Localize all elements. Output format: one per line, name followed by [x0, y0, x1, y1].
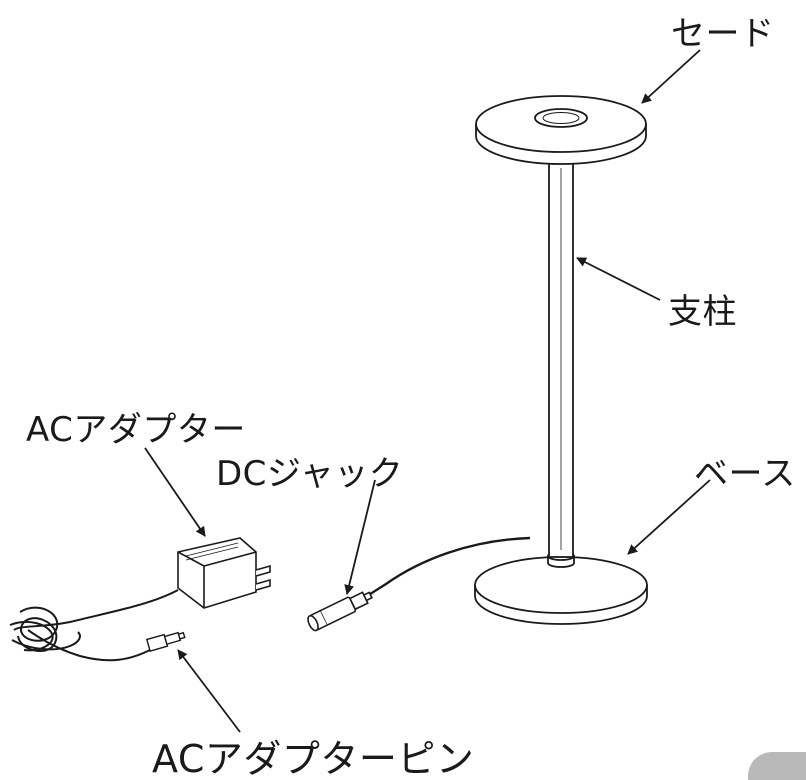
arrow-icon: [144, 49, 711, 733]
arrow-pole: [576, 257, 661, 301]
lamp-shade-icon: [475, 95, 647, 165]
page-corner-tab: [748, 752, 806, 780]
arrow-adapter: [144, 447, 206, 537]
arrow-pin: [177, 649, 241, 733]
arrow-base: [627, 479, 711, 555]
arrow-jack: [344, 479, 376, 595]
arrow-shade: [641, 49, 701, 104]
adapter-cord: [9, 589, 179, 662]
label-shade: セード: [671, 14, 775, 54]
lamp-pole-icon: [548, 159, 574, 558]
label-dc-jack: DCジャック: [216, 454, 404, 494]
label-ac-adapter: ACアダプター: [26, 410, 246, 450]
ac-adapter-icon: [177, 537, 271, 609]
dc-jack-icon: [307, 591, 373, 632]
label-base: ベース: [694, 454, 796, 494]
lamp-base-icon: [474, 551, 648, 625]
label-ac-adapter-pin: ACアダプターピン: [152, 737, 475, 780]
ac-adapter-pin-icon: [145, 631, 186, 652]
label-pole: 支柱: [668, 292, 737, 332]
